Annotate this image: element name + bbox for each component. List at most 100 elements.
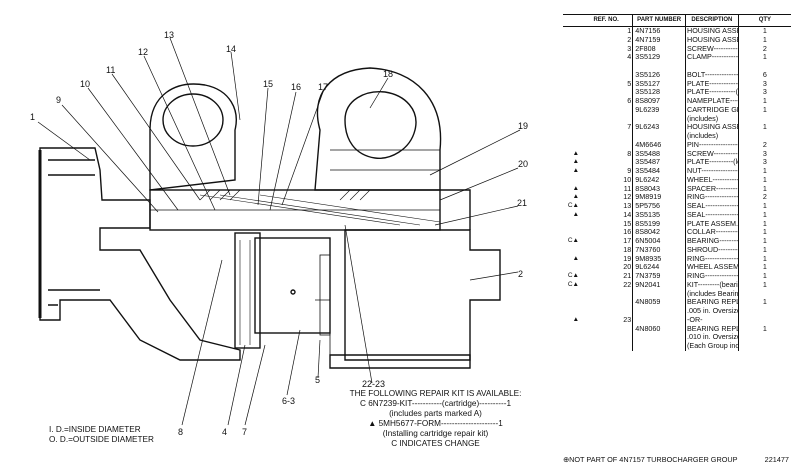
row-part-number: 4M6646: [632, 140, 686, 150]
row-part-number: 8S5199: [632, 219, 686, 229]
row-part-number: 9L6243: [632, 123, 686, 132]
row-ref: [580, 62, 634, 71]
row-description: SEAL---------------------------: [685, 210, 739, 220]
row-qty: 1: [762, 210, 767, 219]
row-part-number: 4N7156: [632, 26, 686, 36]
callout-21: 21: [517, 198, 527, 208]
row-part-number: 3S5135: [632, 210, 686, 220]
row-mark: [563, 290, 580, 299]
callout-11: 11: [106, 65, 115, 75]
row-part-number: 3S5126: [632, 70, 686, 80]
row-qty: 6: [762, 70, 767, 79]
row-qty: 3: [762, 88, 767, 97]
row-part-number: 3S5484: [632, 167, 686, 176]
row-mark: [563, 325, 580, 334]
row-description: COLLAR--------------------------: [685, 228, 739, 237]
row-description: SCREW-------------------------: [685, 44, 739, 54]
row-part-number: 9N2041: [632, 280, 686, 290]
row-description: CARTRIDGE GROUP----------------: [685, 105, 739, 115]
row-qty: 1: [762, 26, 767, 35]
row-qty: 1: [762, 219, 767, 228]
row-mark: [563, 71, 580, 80]
repair-kit-line1: THE FOLLOWING REPAIR KIT IS AVAILABLE:: [349, 389, 522, 398]
header-mark: [563, 14, 580, 27]
row-ref: [580, 324, 634, 334]
row-ref: 22: [580, 280, 634, 290]
row-description: RING---------------------------: [685, 272, 739, 281]
header-description: DESCRIPTION: [685, 14, 739, 27]
row-part-number: 7N3759: [632, 272, 686, 281]
row-description: RING---------------------------: [685, 193, 739, 202]
row-mark: ▲: [572, 254, 579, 262]
repair-kit-line3: (includes parts marked A): [389, 409, 482, 418]
row-qty: 1: [762, 184, 767, 193]
row-qty: 1: [762, 123, 767, 132]
row-qty: 1: [762, 272, 767, 280]
callout-8: 8: [178, 427, 183, 437]
row-ref: 19: [580, 254, 634, 264]
row-mark: [563, 307, 580, 316]
row-description: KIT---------(bearing)-----------: [685, 280, 739, 290]
row-qty: [738, 132, 791, 141]
row-part-number: 6N5004: [632, 237, 686, 246]
table-row: (includes): [563, 114, 791, 124]
callout-9: 9: [56, 95, 61, 105]
row-ref: 6: [580, 97, 634, 106]
row-description: (includes): [685, 114, 739, 124]
row-ref: [580, 88, 634, 97]
row-qty: [738, 316, 791, 325]
row-part-number: [632, 289, 686, 299]
row-ref: 1: [580, 26, 634, 36]
row-part-number: 8S8097: [632, 97, 686, 106]
change-indicator-note: C INDICATES CHANGE: [391, 439, 480, 448]
row-description: BEARING REPLACEMENT GROUP------: [685, 324, 739, 334]
row-qty: 1: [762, 97, 767, 105]
row-mark: [563, 97, 580, 106]
callout-16: 16: [291, 82, 301, 92]
row-description: BEARING REPLACEMENT GROUP------: [685, 298, 739, 307]
row-part-number: 3S5129: [632, 53, 686, 62]
row-description: SEAL---------------------------: [685, 202, 739, 211]
row-description: HOUSING ASSEM.--------------: [685, 123, 739, 132]
compressor-volute: [149, 83, 237, 191]
row-part-number: [632, 307, 686, 316]
row-qty: 2: [762, 44, 767, 53]
callout-10: 10: [80, 79, 90, 89]
row-part-number: [632, 62, 686, 71]
table-row: ▲3S5487 PLATE----------(lock)---------3: [563, 158, 791, 167]
row-part-number: [632, 342, 686, 351]
row-qty: 1: [762, 237, 767, 245]
row-part-number: 4N7159: [632, 35, 686, 45]
row-part-number: [632, 132, 686, 141]
drawing-code: 221477: [764, 455, 789, 464]
row-description: PLATE-----------(lock)--------: [685, 88, 739, 97]
row-mark: [563, 298, 580, 307]
row-mark: [563, 53, 580, 62]
row-mark: ▲: [572, 158, 579, 166]
row-part-number: 4N8060: [632, 324, 686, 334]
callout-22-23: 22-23: [362, 379, 385, 389]
row-qty: 1: [762, 228, 767, 237]
row-qty: [738, 290, 791, 299]
row-qty: 1: [762, 202, 767, 210]
row-mark: [563, 36, 580, 45]
row-description: -OR-: [685, 315, 739, 325]
row-description: (includes): [685, 132, 739, 141]
row-ref: 21: [580, 272, 634, 281]
table-row: 4M6646 PIN------------------------2: [563, 140, 791, 150]
table-row: (includes): [563, 132, 791, 141]
row-qty: 2: [762, 140, 767, 149]
row-ref: 17: [580, 237, 634, 246]
row-qty: [738, 62, 791, 71]
